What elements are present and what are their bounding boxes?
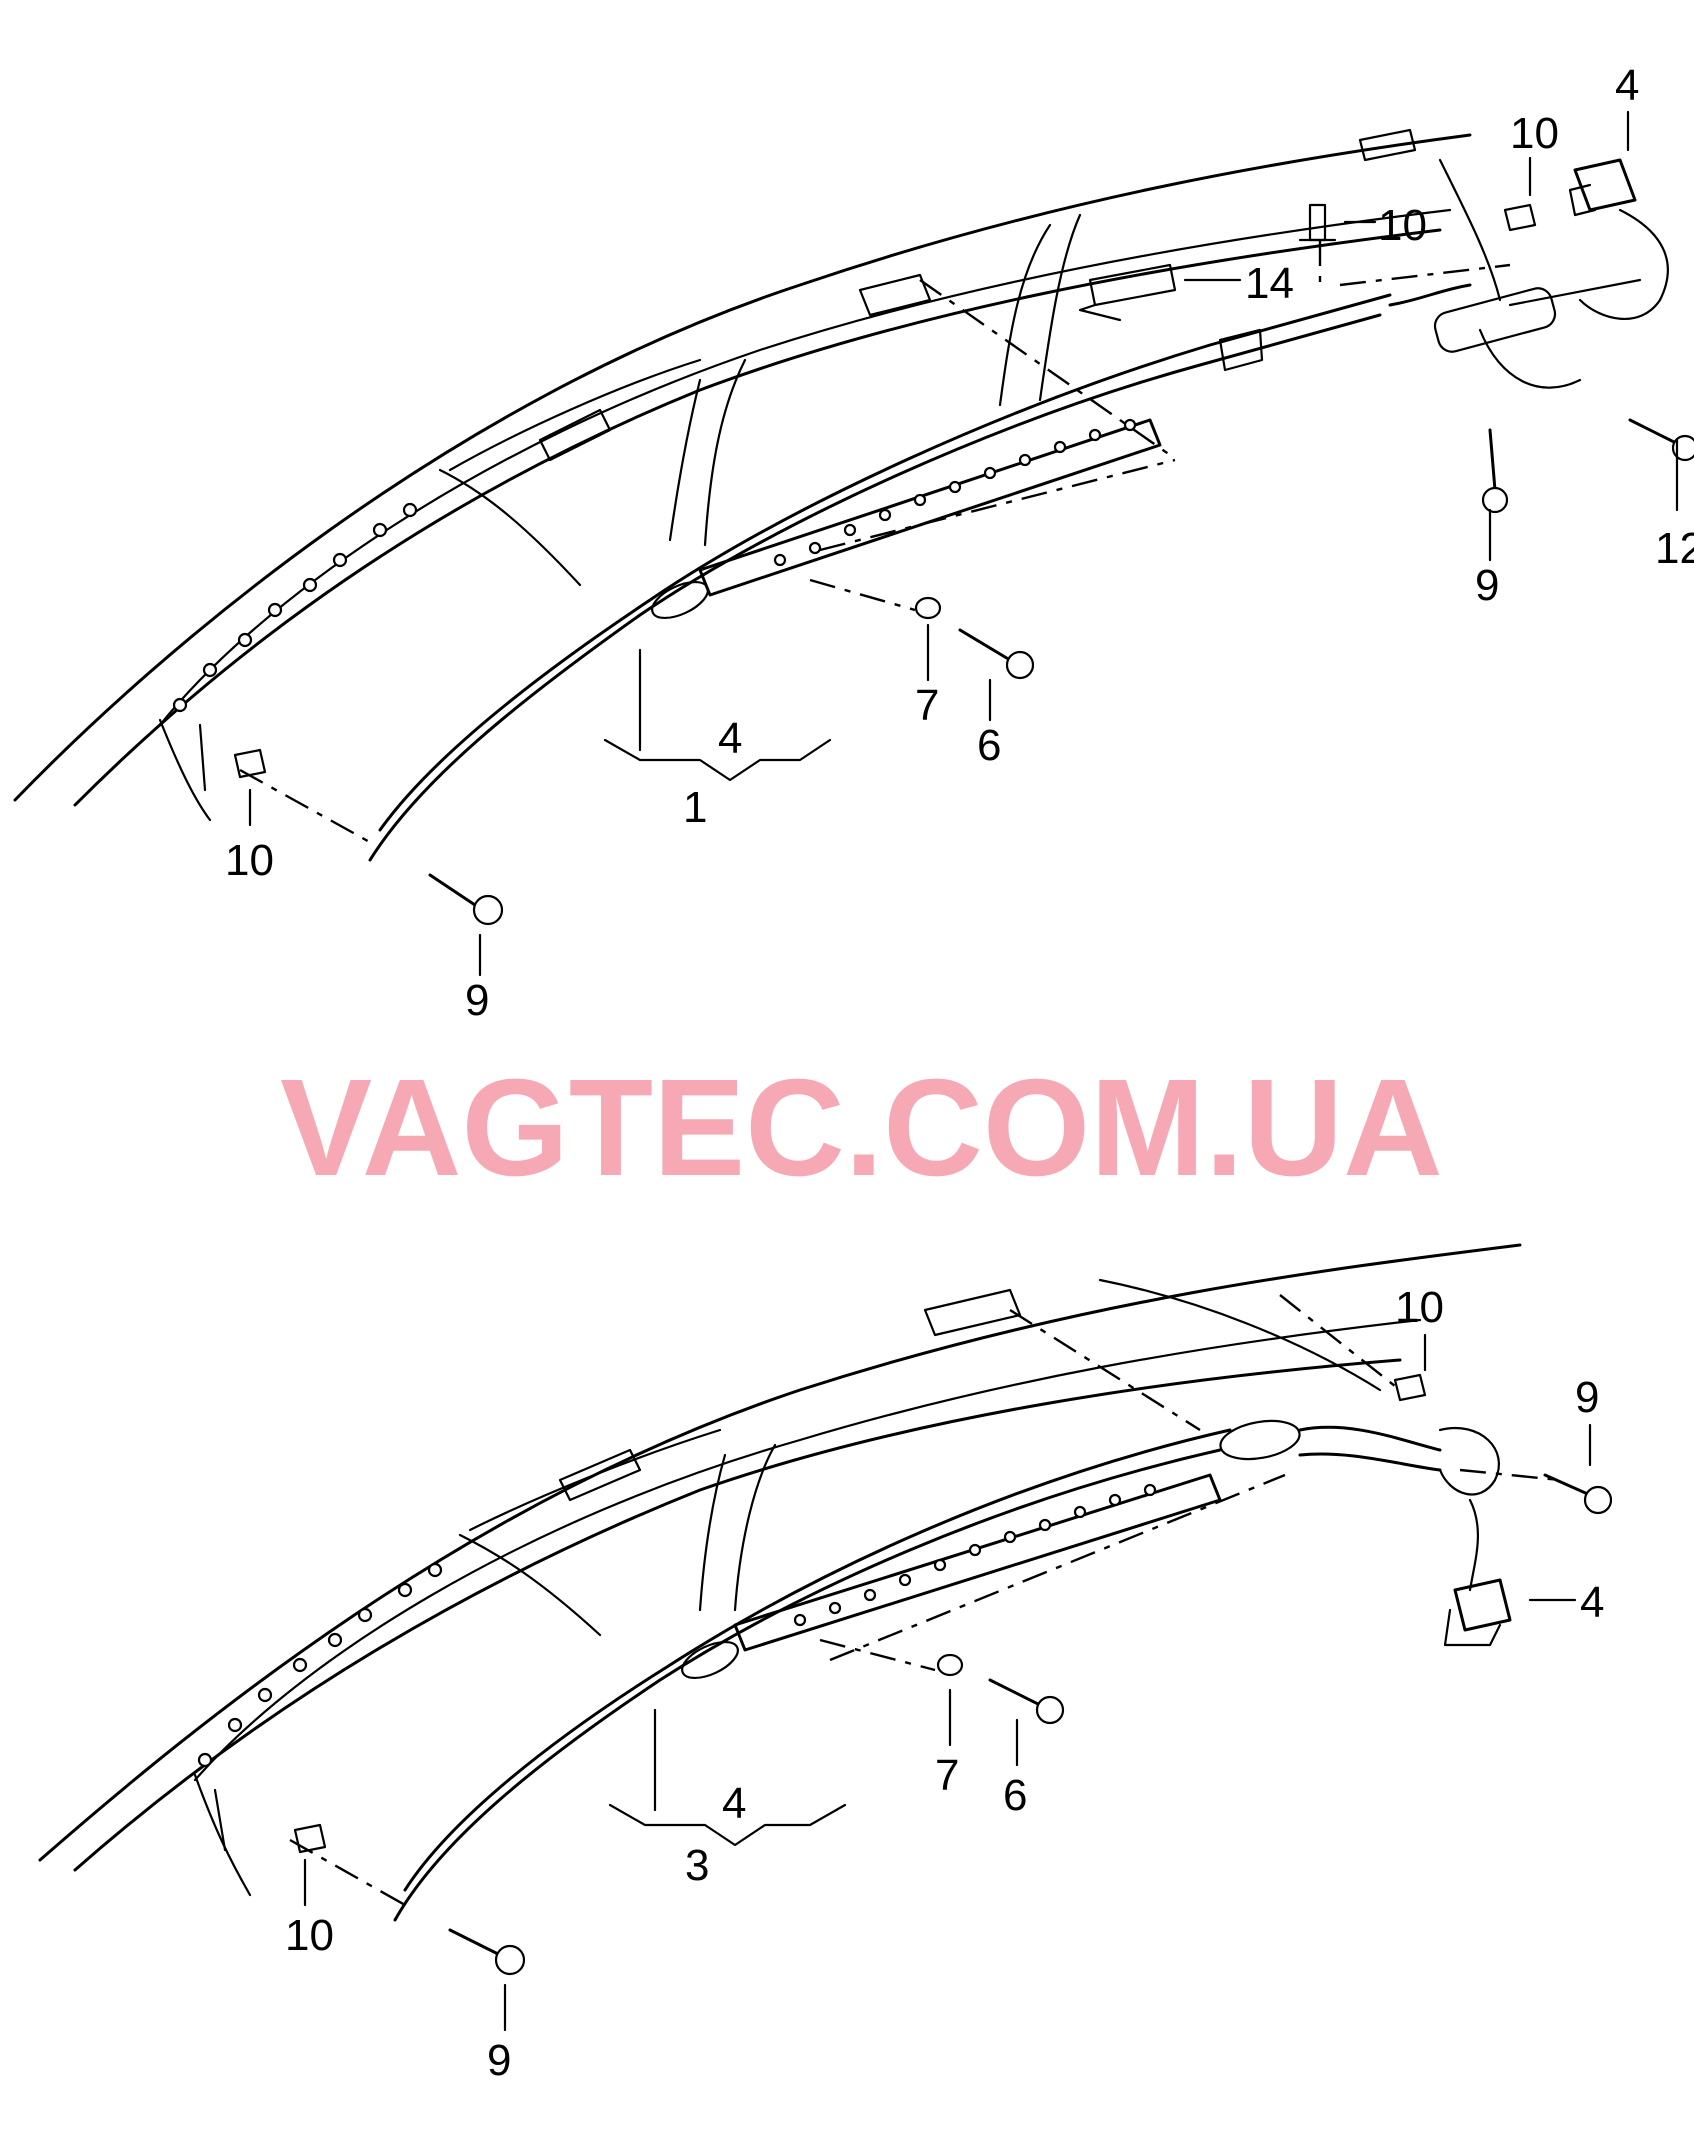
top-assembly-lines: [239, 240, 1511, 847]
top-brackets: [172, 128, 1417, 713]
bottom-diagram: [38, 1243, 1613, 2032]
callout-6-screw-top: 6: [977, 721, 1001, 770]
callout-9-screw-bottom-left: 9: [487, 2036, 511, 2085]
callout-10-clip-bottom-left: 10: [285, 1911, 334, 1960]
watermark-text: VAGTEC.COM.UA: [280, 1051, 1443, 1205]
bottom-leader-lines: [303, 1333, 1592, 2032]
top-leader-lines: [248, 110, 1679, 977]
top-side-airbag-module: [368, 278, 1642, 862]
callout-7-washer-top: 7: [915, 681, 939, 730]
bottom-screws: [448, 1473, 1613, 1976]
callout-4-connector-bottom: 4: [1580, 1578, 1604, 1627]
callout-9-screw-top-right: 9: [1475, 561, 1499, 610]
top-sensor-part-14: [1078, 263, 1177, 322]
bottom-connector-part-4: [1443, 1498, 1512, 1647]
top-roof-frame: [13, 133, 1502, 822]
callout-6-screw-bottom: 6: [1003, 1771, 1027, 1820]
callout-3-airbag-bottom: 3: [685, 1841, 709, 1890]
top-connector-part-4: [1478, 158, 1669, 389]
callout-4-bracket-top: 4: [718, 714, 742, 763]
top-clips-part-10: [233, 203, 1537, 779]
bottom-assembly-lines: [289, 1294, 1561, 1907]
callout-12-screw: 12: [1655, 524, 1694, 573]
callout-10-clip-top-left: 10: [225, 836, 274, 885]
callout-10-clip-top-right: 10: [1510, 109, 1559, 158]
top-diagram: [13, 110, 1694, 977]
callout-14-sensor: 14: [1245, 259, 1294, 308]
callout-9-screw-bottom-right: 9: [1575, 1373, 1599, 1422]
callout-9-screw-top-left: 9: [465, 976, 489, 1025]
callout-4-connector-top: 4: [1615, 61, 1639, 110]
callout-7-washer-bottom: 7: [935, 1751, 959, 1800]
callout-10-clip-top-mid: 10: [1378, 201, 1427, 250]
bottom-roof-frame: [38, 1243, 1522, 1897]
callout-4-bracket-bottom: 4: [722, 1779, 746, 1828]
callout-10-clip-bottom-right: 10: [1395, 1283, 1444, 1332]
top-screws: [428, 418, 1694, 926]
bottom-side-airbag-module: [393, 1419, 1501, 1922]
callout-1-airbag-top: 1: [683, 783, 707, 832]
